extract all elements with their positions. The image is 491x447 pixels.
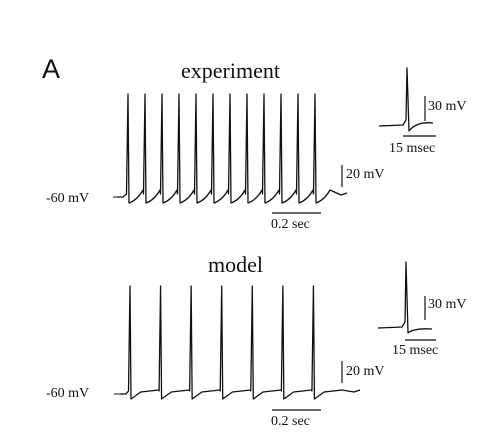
experiment-inset-voltage-label: 30 mV [428,99,467,114]
model-trace [120,285,361,400]
model-baseline-label: -60 mV [46,386,90,401]
experiment-baseline-label: -60 mV [46,191,90,206]
experiment-inset-spike [378,67,434,132]
panel-label: A [42,54,61,84]
experiment-inset-time-label: 15 msec [389,141,436,156]
experiment-voltage-scale-label: 20 mV [346,167,385,182]
experiment-trace [117,93,348,204]
model-inset-time-label: 15 msec [392,343,439,358]
model-voltage-scale-label: 20 mV [346,364,385,379]
model-inset-spike [377,261,433,334]
model-inset-voltage-label: 30 mV [428,297,467,312]
model-time-scale-label: 0.2 sec [271,414,310,429]
experiment-title: experiment [181,58,280,83]
model-title: model [208,252,263,277]
experiment-time-scale-label: 0.2 sec [271,217,310,232]
